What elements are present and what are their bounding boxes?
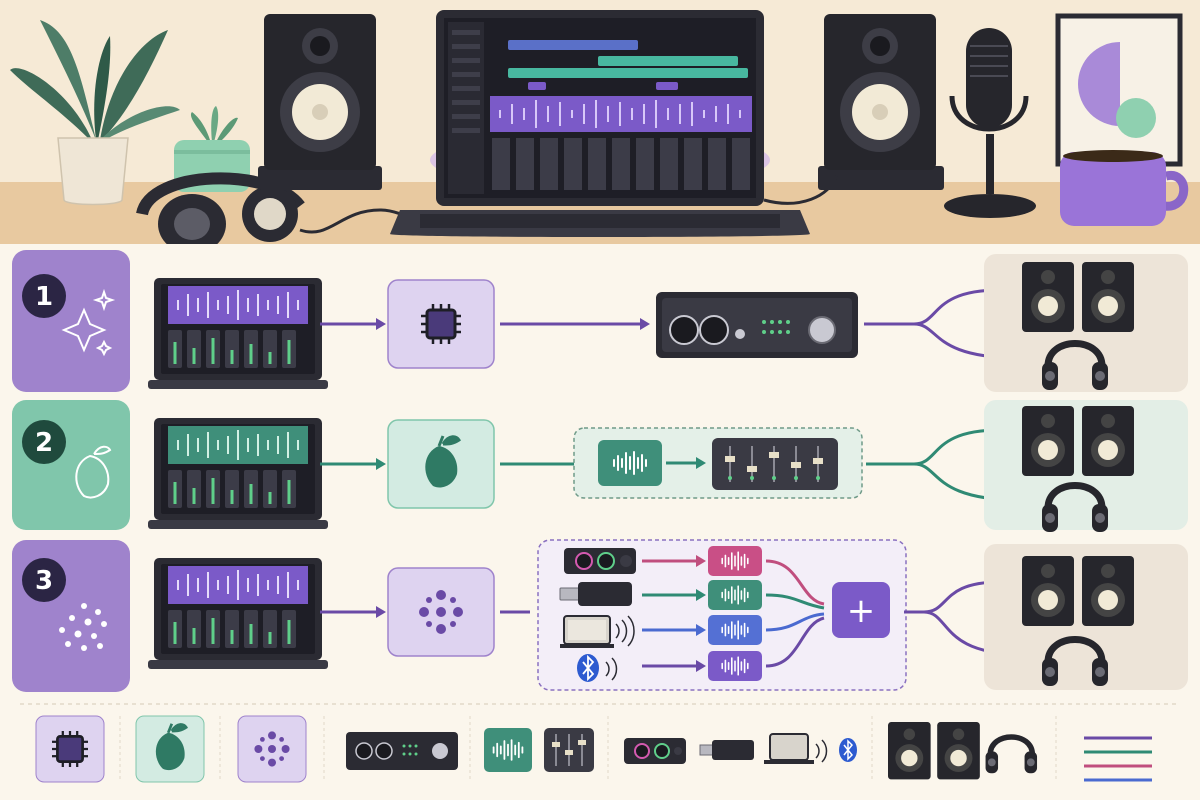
legend-mixer-icon bbox=[544, 728, 594, 772]
row-2-fl-fruit-icon bbox=[75, 445, 112, 499]
legend-audio-interface-icon bbox=[346, 732, 458, 770]
pink-arrowhead bbox=[696, 555, 706, 567]
pink-merge-line bbox=[765, 559, 825, 606]
row-1: 1 bbox=[12, 250, 1188, 392]
blue-merge-line bbox=[765, 612, 825, 632]
row-1-panel bbox=[12, 250, 130, 392]
sparkles-icon bbox=[61, 288, 116, 357]
row-3-laptop-icon bbox=[146, 556, 330, 671]
green-arrowhead bbox=[696, 589, 706, 601]
row-3-branch-speakers bbox=[923, 580, 1001, 614]
microphone-icon bbox=[944, 28, 1036, 218]
legend-usb-dongle-icon bbox=[699, 740, 754, 760]
row-2-branch-speakers bbox=[913, 428, 1001, 466]
audio-jack-device-icon bbox=[564, 548, 636, 574]
left-monitor-speaker-icon bbox=[258, 14, 382, 190]
plus-icon: + bbox=[847, 591, 876, 631]
row-2-number: 2 bbox=[35, 428, 53, 458]
legend-audio-jack-icon bbox=[624, 738, 686, 764]
row-2-badge bbox=[22, 420, 66, 464]
blue-arrowhead bbox=[696, 624, 706, 636]
legend-line-colors bbox=[1084, 736, 1152, 782]
green-merge-line bbox=[765, 593, 825, 610]
row-3: 3 bbox=[12, 539, 1188, 692]
hdmi-display-device-icon bbox=[560, 615, 635, 648]
legend bbox=[35, 715, 1152, 783]
bluetooth-device-icon bbox=[577, 654, 618, 682]
legend-bluetooth-icon bbox=[839, 738, 857, 762]
row-1-branch-speakers bbox=[913, 288, 1001, 326]
purple-arrowhead bbox=[696, 660, 706, 672]
plant-icon bbox=[10, 20, 180, 206]
row-1-badge bbox=[22, 274, 66, 318]
aggregate-box bbox=[832, 582, 890, 638]
main-laptop-icon bbox=[390, 10, 838, 237]
desk-headphones-icon bbox=[136, 172, 414, 254]
chip-icon bbox=[419, 302, 463, 346]
row-2: 2 bbox=[12, 400, 1188, 532]
row-3-number: 3 bbox=[35, 566, 53, 596]
legend-chip-icon bbox=[50, 729, 90, 769]
audio-interface-icon bbox=[656, 292, 858, 358]
row-3-arrowhead-1 bbox=[376, 606, 386, 618]
row-1-arrowhead-2 bbox=[640, 318, 650, 330]
mixer-icon bbox=[712, 438, 838, 490]
row-2-arrowhead-3 bbox=[696, 457, 706, 469]
row-3-badge bbox=[22, 558, 66, 602]
usb-dongle-device-icon bbox=[559, 582, 632, 606]
legend-hdmi-display-icon bbox=[764, 733, 828, 764]
row-2-panel bbox=[12, 400, 130, 530]
mug-icon bbox=[1060, 150, 1189, 226]
wall-art-icon bbox=[1055, 13, 1183, 167]
row-2-arrowhead-1 bbox=[376, 458, 386, 470]
desk-scene bbox=[0, 0, 1200, 254]
purple-merge-line bbox=[765, 616, 825, 668]
row-3-dots-icon bbox=[59, 603, 107, 651]
row-1-laptop-icon bbox=[146, 276, 330, 391]
row-1-number: 1 bbox=[35, 282, 53, 312]
row-1-arrowhead-1 bbox=[376, 318, 386, 330]
row-2-laptop-icon bbox=[146, 416, 330, 531]
right-monitor-speaker-icon bbox=[818, 14, 944, 190]
